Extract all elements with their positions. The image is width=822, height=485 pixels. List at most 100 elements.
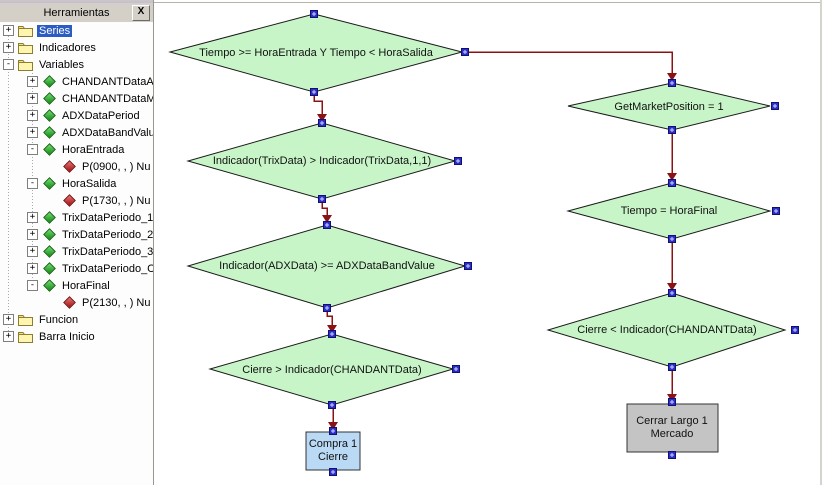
variable-icon: [43, 211, 56, 224]
tree-item-trixdataperiodo-3[interactable]: + TrixDataPeriodo_3: [0, 243, 153, 260]
tree-item-label: Indicadores: [39, 41, 96, 54]
connector-handle[interactable]: [668, 289, 676, 297]
arrowhead-icon: [667, 283, 677, 291]
tree-item-barra-inicio[interactable]: + Barra Inicio: [0, 328, 153, 345]
tools-tree: + Series + Indicadores - Variables + CHA…: [0, 22, 153, 345]
tools-panel: Herramientas X + Series + Indicadores - …: [0, 0, 154, 485]
decision-label: Tiempo >= HoraEntrada Y Tiempo < HoraSal…: [199, 47, 433, 59]
connector-handle[interactable]: [454, 157, 462, 165]
connector-handle[interactable]: [318, 119, 326, 127]
connector[interactable]: [321, 199, 328, 216]
expand-icon[interactable]: +: [27, 229, 38, 240]
expand-icon[interactable]: +: [3, 331, 14, 342]
action-compra[interactable]: [305, 431, 361, 471]
connector[interactable]: [462, 51, 673, 74]
tree-item-p0900[interactable]: P(0900, , ) Nu: [0, 158, 153, 175]
tree-item-indicadores[interactable]: + Indicadores: [0, 39, 153, 56]
tree-item-adxdataperiod[interactable]: + ADXDataPeriod: [0, 107, 153, 124]
tree-item-trixdataperiodo-1[interactable]: + TrixDataPeriodo_1: [0, 209, 153, 226]
variable-icon: [43, 126, 56, 139]
variable-icon: [43, 109, 56, 122]
decision-label: Indicador(ADXData) >= ADXDataBandValue: [219, 260, 435, 272]
tree-item-funcion[interactable]: + Funcion: [0, 311, 153, 328]
expand-icon[interactable]: +: [3, 42, 14, 53]
expand-icon[interactable]: +: [27, 212, 38, 223]
connector-handle[interactable]: [668, 363, 676, 371]
decision-label: Cierre > Indicador(CHANDANTData): [242, 364, 422, 376]
tree-item-trixdataperiodo-2[interactable]: + TrixDataPeriodo_2: [0, 226, 153, 243]
tree-item-chandantdataav[interactable]: + CHANDANTDataAv: [0, 73, 153, 90]
tree-item-label: P(1730, , ) Nu: [82, 194, 151, 207]
connector-handle[interactable]: [668, 179, 676, 187]
connector-handle[interactable]: [791, 326, 799, 334]
tree-item-series[interactable]: + Series: [0, 22, 153, 39]
variable-icon: [43, 143, 56, 156]
connector[interactable]: [313, 92, 323, 116]
tree-item-label: Funcion: [39, 313, 79, 326]
action-label: Cerrar Largo 1 Mercado: [636, 415, 708, 440]
connector-handle[interactable]: [323, 221, 331, 229]
expand-icon[interactable]: +: [27, 93, 38, 104]
parameter-icon: [63, 194, 76, 207]
connector-handle[interactable]: [329, 427, 337, 435]
collapse-icon[interactable]: -: [27, 144, 38, 155]
connector-handle[interactable]: [328, 330, 336, 338]
connector-handle[interactable]: [668, 398, 676, 406]
close-icon[interactable]: X: [132, 5, 150, 21]
tree-item-p1730[interactable]: P(1730, , ) Nu: [0, 192, 153, 209]
connector[interactable]: [326, 308, 333, 326]
folder-icon: [18, 42, 33, 54]
connector-handle[interactable]: [464, 262, 472, 270]
connector-handle[interactable]: [318, 195, 326, 203]
decision-label: Indicador(TrixData) > Indicador(TrixData…: [212, 155, 432, 167]
tree-guide-line: [8, 30, 9, 337]
tree-item-horaentrada[interactable]: - HoraEntrada: [0, 141, 153, 158]
expand-icon[interactable]: +: [3, 25, 14, 36]
parameter-icon: [63, 160, 76, 173]
tree-item-variables[interactable]: - Variables: [0, 56, 153, 73]
tree-item-label: ADXDataBandValu: [62, 126, 153, 139]
tree-item-horasalida[interactable]: - HoraSalida: [0, 175, 153, 192]
expand-icon[interactable]: +: [27, 263, 38, 274]
tree-item-p2130[interactable]: P(2130, , ) Nu: [0, 294, 153, 311]
tree-item-adxdatabandvalue[interactable]: + ADXDataBandValu: [0, 124, 153, 141]
window-right-edge: [820, 0, 822, 485]
tree-item-label: HoraSalida: [62, 177, 117, 190]
arrowhead-icon: [327, 325, 337, 333]
collapse-icon[interactable]: -: [27, 280, 38, 291]
expand-icon[interactable]: +: [27, 246, 38, 257]
connector-handle[interactable]: [452, 365, 460, 373]
tree-item-label: TrixDataPeriodo_3: [62, 245, 153, 258]
connector-handle[interactable]: [310, 10, 318, 18]
tree-item-label: TrixDataPeriodo_1: [62, 211, 153, 224]
tree-item-trixdataperiodo-c[interactable]: + TrixDataPeriodo_C: [0, 260, 153, 277]
arrowhead-icon: [667, 73, 677, 81]
connector-handle[interactable]: [323, 304, 331, 312]
connector-handle[interactable]: [461, 48, 469, 56]
tree-item-label: CHANDANTDataAv: [62, 75, 153, 88]
tree-item-label: Series: [37, 24, 73, 37]
tree-item-chandantdatamu[interactable]: + CHANDANTDataMu: [0, 90, 153, 107]
expand-icon[interactable]: +: [27, 110, 38, 121]
expand-icon[interactable]: +: [27, 76, 38, 87]
panel-header[interactable]: Herramientas X: [0, 3, 153, 22]
decision-label: Tiempo = HoraFinal: [620, 205, 718, 217]
connector-handle[interactable]: [668, 451, 676, 459]
connector-handle[interactable]: [771, 102, 779, 110]
connector-handle[interactable]: [310, 88, 318, 96]
connector-handle[interactable]: [668, 79, 676, 87]
expand-icon[interactable]: +: [3, 314, 14, 325]
connector-handle[interactable]: [668, 126, 676, 134]
connector-handle[interactable]: [329, 468, 337, 476]
connector-handle[interactable]: [668, 235, 676, 243]
arrowhead-icon: [328, 422, 338, 430]
variable-icon: [43, 92, 56, 105]
collapse-icon[interactable]: -: [3, 59, 14, 70]
collapse-icon[interactable]: -: [27, 178, 38, 189]
connector-handle[interactable]: [772, 207, 780, 215]
connector-handle[interactable]: [328, 401, 336, 409]
variable-icon: [43, 228, 56, 241]
tree-item-horafinal[interactable]: - HoraFinal: [0, 277, 153, 294]
expand-icon[interactable]: +: [27, 127, 38, 138]
